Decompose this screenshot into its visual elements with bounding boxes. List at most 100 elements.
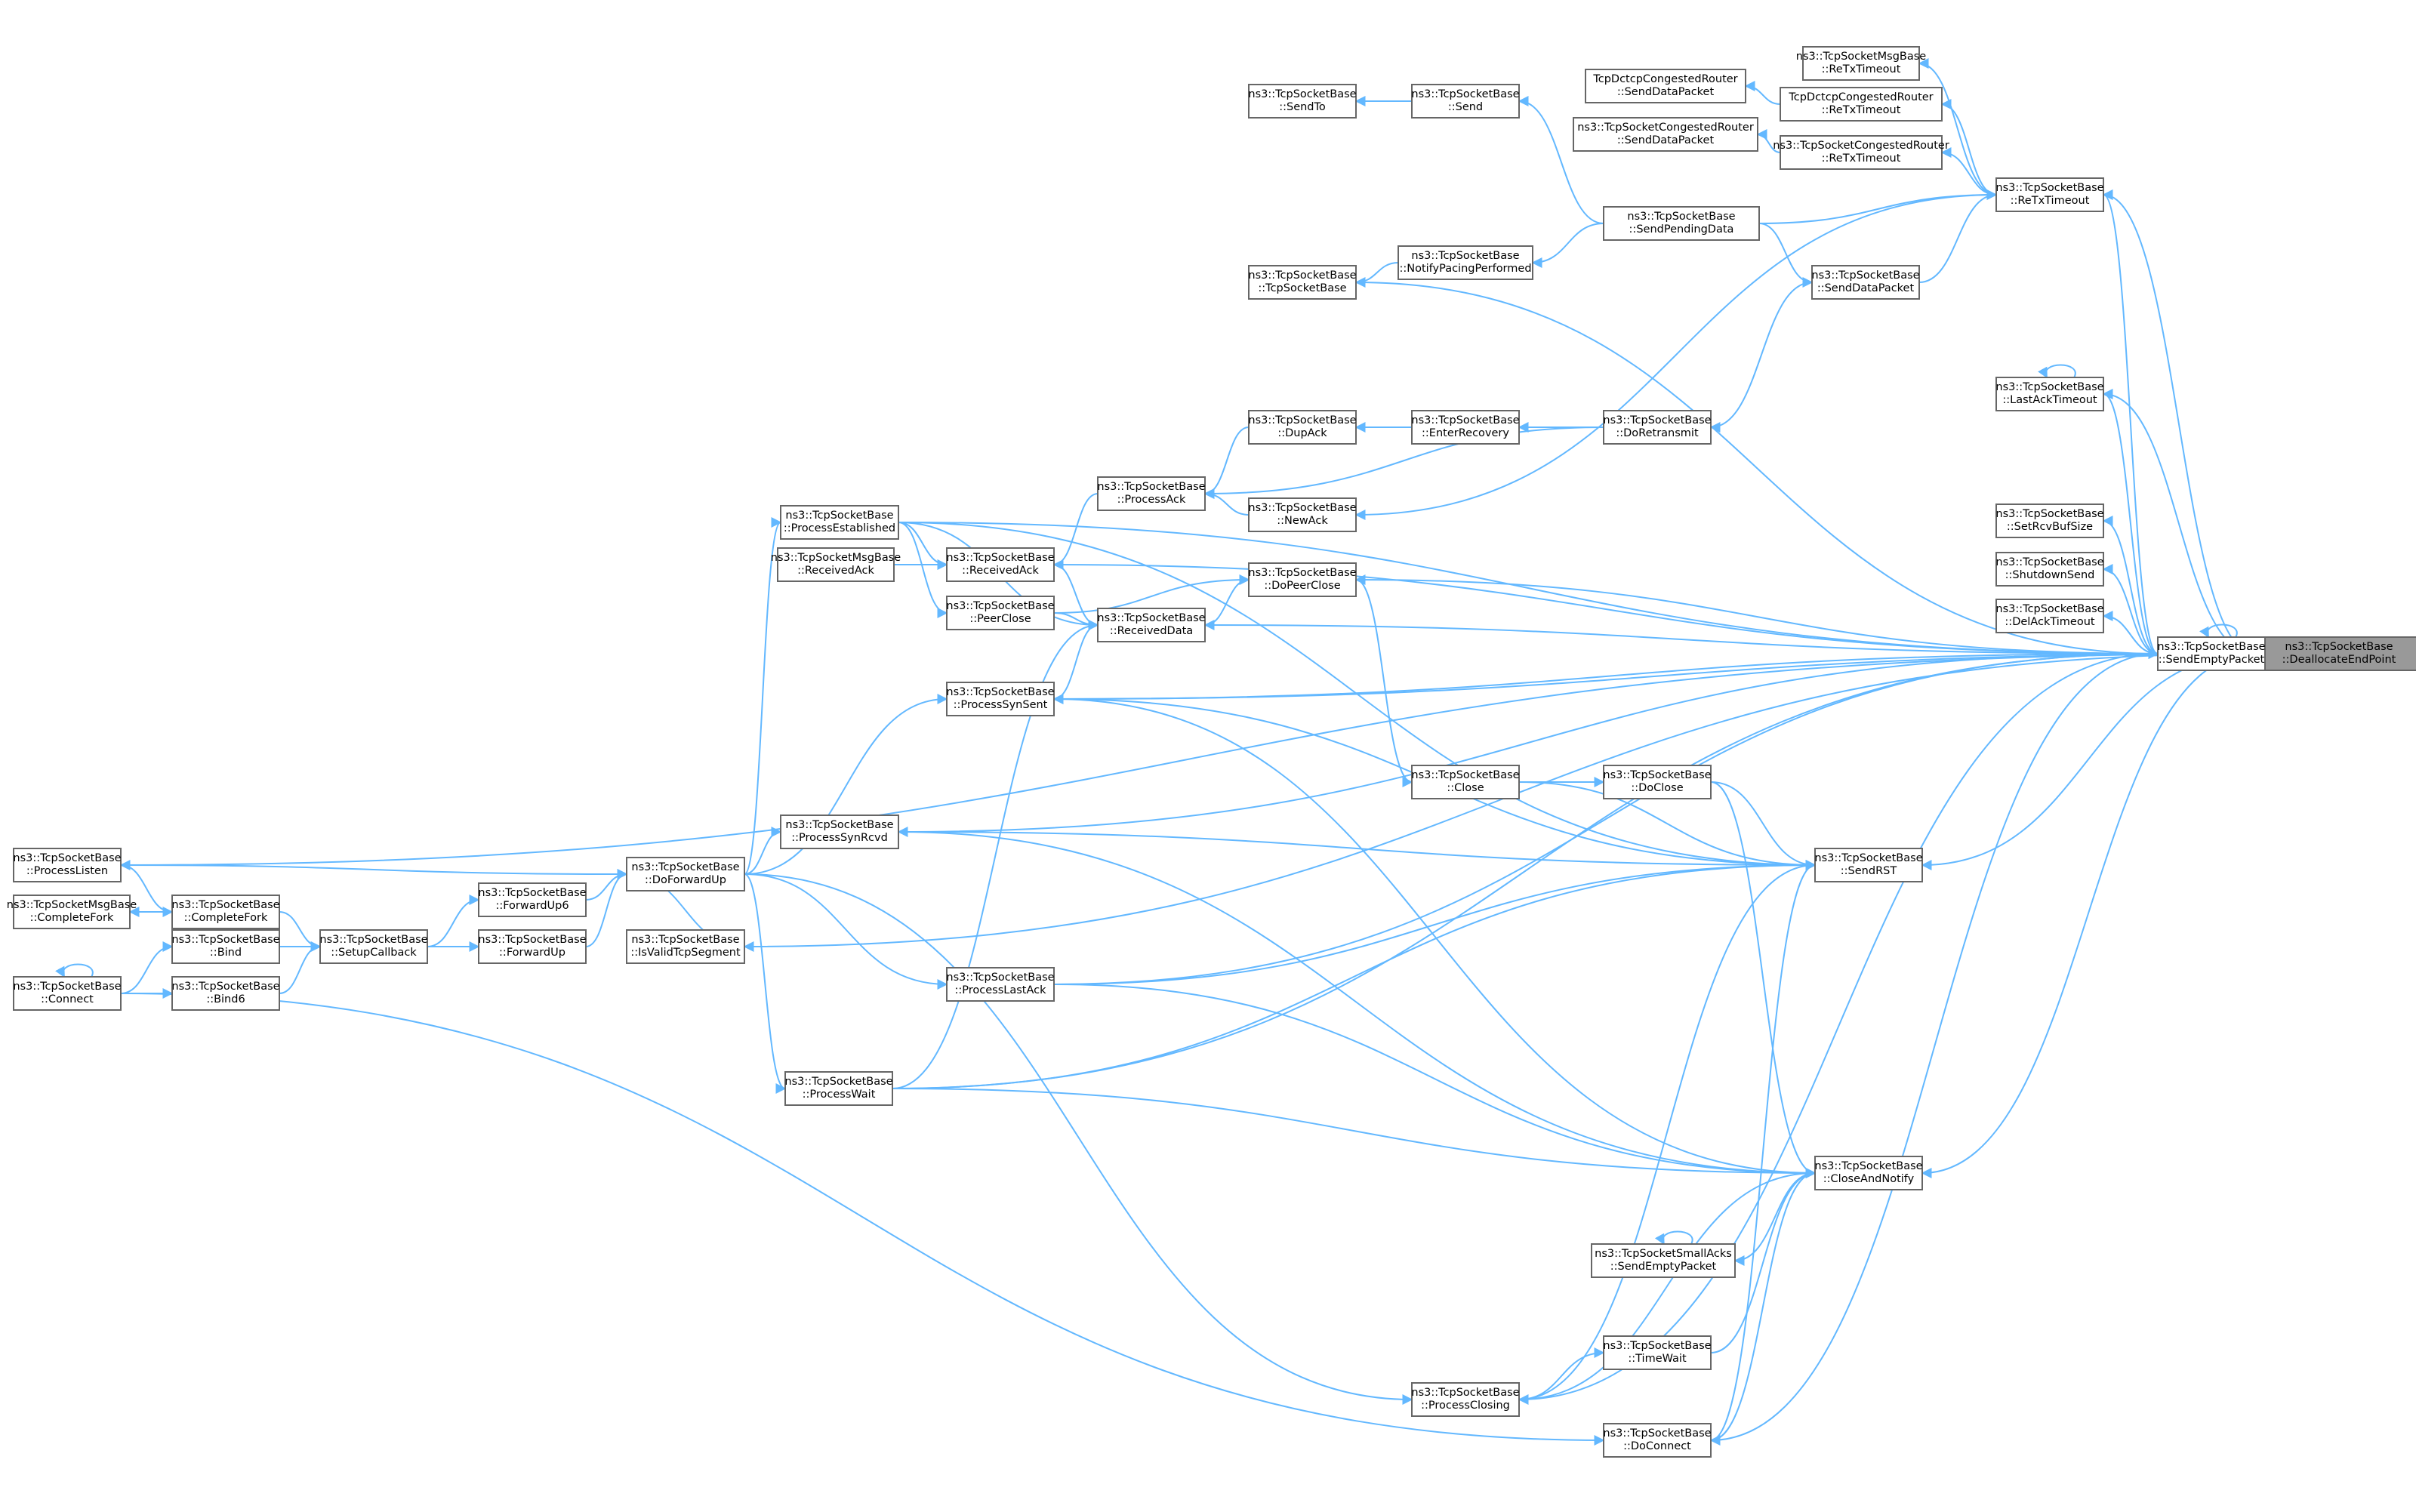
node-dctcpsend[interactable]: TcpDctcpCongestedRouter::SendDataPacket [1585,69,1746,103]
node-notifypacing[interactable]: ns3::TcpSocketBase::NotifyPacingPerforme… [1398,245,1533,280]
node-processsynrcvd[interactable]: ns3::TcpSocketBase::ProcessSynRcvd [780,815,899,849]
edge-retx-to-senddatapacket [1918,189,1998,283]
node-label-completefork-1: ::CompleteFork [184,912,268,924]
node-label-dctcpretx-0: TcpDctcpCongestedRouter [1788,91,1933,103]
node-processlisten[interactable]: ns3::TcpSocketBase::ProcessListen [13,848,122,882]
node-label-sendrst-1: ::SendRST [1841,865,1897,877]
edge-closenotify-to-timewait [1710,1168,1817,1353]
node-receiveddata[interactable]: ns3::TcpSocketBase::ReceivedData [1097,608,1206,642]
edge-sendempty-to-ctor [1355,282,2159,659]
node-label-sendrst-0: ns3::TcpSocketBase [1814,852,1922,864]
nodes-layer: ns3::TcpSocketBase::DeallocateEndPointns… [7,46,2416,1458]
node-doforwardup[interactable]: ns3::TcpSocketBase::DoForwardUp [626,857,745,891]
node-msgreceivedack[interactable]: ns3::TcpSocketMsgBase::ReceivedAck [771,547,901,582]
node-box-processclosing [1411,1382,1520,1417]
edge-retx-to-sendempty [2102,189,2159,654]
node-dopeerclose[interactable]: ns3::TcpSocketBase::DoPeerClose [1248,562,1357,597]
edge-closenotify-to-processsynrcvd [898,831,1817,1178]
node-label-processack-0: ns3::TcpSocketBase [1097,481,1205,493]
node-send[interactable]: ns3::TcpSocketBase::Send [1411,84,1520,119]
edge-doconnect-to-sendrst [1709,864,1816,1446]
node-dctcpretx[interactable]: TcpDctcpCongestedRouter::ReTxTimeout [1780,87,1943,122]
node-processestablished[interactable]: ns3::TcpSocketBase::ProcessEstablished [780,505,899,540]
node-smallacks[interactable]: ns3::TcpSocketSmallAcks::SendEmptyPacket [1591,1243,1736,1278]
node-closenotify[interactable]: ns3::TcpSocketBase::CloseAndNotify [1814,1156,1923,1190]
node-dealloc[interactable]: ns3::TcpSocketBase::DeallocateEndPoint [2254,636,2416,671]
node-timewait[interactable]: ns3::TcpSocketBase::TimeWait [1603,1335,1712,1370]
node-peerclose[interactable]: ns3::TcpSocketBase::PeerClose [946,596,1055,630]
node-processwait[interactable]: ns3::TcpSocketBase::ProcessWait [784,1071,893,1106]
node-doclose[interactable]: ns3::TcpSocketBase::DoClose [1603,765,1712,799]
edge-dopeerclose-to-peerclose [1053,574,1250,614]
node-doretransmit[interactable]: ns3::TcpSocketBase::DoRetransmit [1603,410,1712,445]
node-sendrst[interactable]: ns3::TcpSocketBase::SendRST [1814,848,1923,882]
node-newack[interactable]: ns3::TcpSocketBase::NewAck [1248,497,1357,532]
node-msgcompletefork[interactable]: ns3::TcpSocketMsgBase::CompleteFork [7,895,137,929]
node-box-processlastack [946,967,1055,1002]
node-forwardup6[interactable]: ns3::TcpSocketBase::ForwardUp6 [478,882,587,917]
node-box-peerclose [946,596,1055,630]
edge-processlisten-to-dealloc [119,653,2255,870]
node-connect[interactable]: ns3::TcpSocketBase::Connect [13,976,122,1011]
node-bind[interactable]: ns3::TcpSocketBase::Bind [171,929,280,964]
node-label-dctcpsend-1: ::SendDataPacket [1617,86,1715,98]
node-retx[interactable]: ns3::TcpSocketBase::ReTxTimeout [1995,177,2104,212]
edge-receiveddata-to-processsynsent [1053,620,1099,700]
node-bind6[interactable]: ns3::TcpSocketBase::Bind6 [171,976,280,1011]
edge-doforwardup-to-forwardup [585,869,628,947]
node-box-msgreceivedack [777,547,895,582]
edge-msgretx-to-retx [1918,58,1997,196]
node-congretx[interactable]: ns3::TcpSocketCongestedRouter::ReTxTimeo… [1773,135,1949,170]
edge-doforwardup-to-processlisten [120,864,628,879]
edge-dctcpretx-to-retx [1940,99,1997,196]
node-label-isvalid-0: ns3::TcpSocketBase [631,934,739,946]
node-congsend[interactable]: ns3::TcpSocketCongestedRouter::SendDataP… [1573,117,1758,152]
node-receivedack[interactable]: ns3::TcpSocketBase::ReceivedAck [946,547,1055,582]
edge-sendempty-to-doconnect [1710,648,2159,1441]
node-label-congretx-0: ns3::TcpSocketCongestedRouter [1773,140,1949,152]
node-setrcv[interactable]: ns3::TcpSocketBase::SetRcvBufSize [1995,503,2104,538]
node-processclosing[interactable]: ns3::TcpSocketBase::ProcessClosing [1411,1382,1520,1417]
node-msgretx[interactable]: ns3::TcpSocketMsgBase::ReTxTimeout [1796,46,1927,81]
node-box-receiveddata [1097,608,1206,642]
edge-processestablished-to-doforwardup [744,517,782,875]
node-label-forwardup6-0: ns3::TcpSocketBase [478,887,586,899]
node-sendto[interactable]: ns3::TcpSocketBase::SendTo [1248,84,1357,119]
node-doconnect[interactable]: ns3::TcpSocketBase::DoConnect [1603,1423,1712,1458]
node-box-processsynsent [946,682,1055,716]
node-enterrecovery[interactable]: ns3::TcpSocketBase::EnterRecovery [1411,410,1520,445]
edge-lastack-to-dealloc [2102,389,2255,654]
node-label-ctor-0: ns3::TcpSocketBase [1248,269,1356,282]
node-isvalid[interactable]: ns3::TcpSocketBase::IsValidTcpSegment [626,929,745,964]
node-sendempty[interactable]: ns3::TcpSocketBase::SendEmptyPacket [2157,636,2266,671]
node-senddatapacket[interactable]: ns3::TcpSocketBase::SendDataPacket [1811,265,1920,300]
node-label-bind6-0: ns3::TcpSocketBase [171,981,279,993]
node-label-dealloc-0: ns3::TcpSocketBase [2285,641,2393,653]
node-label-delack-0: ns3::TcpSocketBase [1995,603,2103,615]
node-sendpending[interactable]: ns3::TcpSocketBase::SendPendingData [1603,206,1760,241]
node-processlastack[interactable]: ns3::TcpSocketBase::ProcessLastAck [946,967,1055,1002]
node-label-dupack-1: ::DupAck [1277,427,1327,439]
node-shutdownsend[interactable]: ns3::TcpSocketBase::ShutdownSend [1995,552,2104,587]
node-delack[interactable]: ns3::TcpSocketBase::DelAckTimeout [1995,599,2104,633]
edge-close-to-dopeerclose [1355,579,1413,787]
node-forwardup[interactable]: ns3::TcpSocketBase::ForwardUp [478,929,587,964]
node-processack[interactable]: ns3::TcpSocketBase::ProcessAck [1097,476,1206,511]
node-box-congretx [1780,135,1943,170]
node-box-completefork [171,895,280,929]
node-completefork[interactable]: ns3::TcpSocketBase::CompleteFork [171,895,280,929]
node-label-dealloc-1: ::DeallocateEndPoint [2282,654,2396,666]
node-close[interactable]: ns3::TcpSocketBase::Close [1411,765,1520,799]
node-dupack[interactable]: ns3::TcpSocketBase::DupAck [1248,410,1357,445]
node-setupcallback[interactable]: ns3::TcpSocketBase::SetupCallback [319,929,428,964]
node-lastack[interactable]: ns3::TcpSocketBase::LastAckTimeout [1995,377,2104,411]
node-label-connect-0: ns3::TcpSocketBase [13,981,121,993]
node-ctor[interactable]: ns3::TcpSocketBase::TcpSocketBase [1248,265,1357,300]
edge-lastack-to-lastack [2038,364,2076,379]
node-label-processsynsent-1: ::ProcessSynSent [954,699,1048,711]
edge-isvalid-to-dealloc [743,653,2255,952]
node-label-processclosing-1: ::ProcessClosing [1421,1400,1510,1412]
node-label-processsynrcvd-0: ns3::TcpSocketBase [785,819,893,831]
node-box-sendpending [1603,206,1760,241]
node-processsynsent[interactable]: ns3::TcpSocketBase::ProcessSynSent [946,682,1055,716]
